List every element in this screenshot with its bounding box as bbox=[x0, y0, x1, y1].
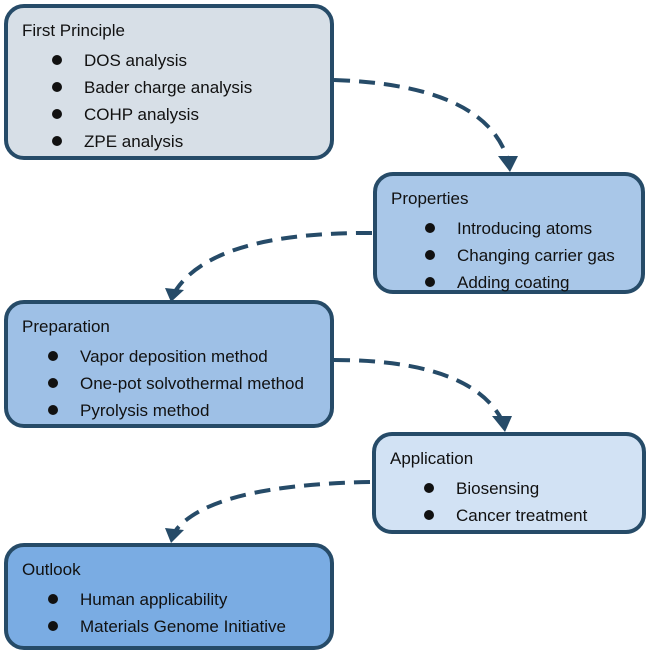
first-principle-list: DOS analysis Bader charge analysis COHP … bbox=[46, 47, 316, 155]
preparation-title: Preparation bbox=[22, 317, 110, 336]
list-item: Biosensing bbox=[418, 475, 628, 502]
outlook-title: Outlook bbox=[22, 560, 81, 579]
application-title: Application bbox=[390, 449, 474, 468]
preparation-list: Vapor deposition method One-pot solvothe… bbox=[42, 343, 316, 424]
list-item: Materials Genome Initiative bbox=[42, 613, 316, 640]
list-item: Human applicability bbox=[42, 586, 316, 613]
first-principle-box: First Principle DOS analysis Bader charg… bbox=[4, 4, 334, 160]
arrow-properties-to-preparation bbox=[165, 230, 373, 302]
properties-title: Properties bbox=[391, 189, 469, 208]
list-item: Cancer treatment bbox=[418, 502, 628, 529]
list-item: Bader charge analysis bbox=[46, 74, 316, 101]
outlook-list: Human applicability Materials Genome Ini… bbox=[42, 586, 316, 640]
list-item: COHP analysis bbox=[46, 101, 316, 128]
list-item: Adding coating bbox=[419, 269, 627, 296]
list-item: ZPE analysis bbox=[46, 128, 316, 155]
list-item: Introducing atoms bbox=[419, 215, 627, 242]
arrow-application-to-outlook bbox=[165, 480, 371, 543]
arrow-preparation-to-application bbox=[333, 358, 512, 432]
preparation-box: Preparation Vapor deposition method One-… bbox=[4, 300, 334, 428]
application-box: Application Biosensing Cancer treatment bbox=[372, 432, 646, 534]
list-item: Pyrolysis method bbox=[42, 397, 316, 424]
properties-box: Properties Introducing atoms Changing ca… bbox=[373, 172, 645, 294]
application-list: Biosensing Cancer treatment bbox=[418, 475, 628, 529]
first-principle-title: First Principle bbox=[22, 21, 125, 40]
list-item: Vapor deposition method bbox=[42, 343, 316, 370]
list-item: Changing carrier gas bbox=[419, 242, 627, 269]
arrow-first-to-properties bbox=[333, 78, 518, 172]
list-item: One-pot solvothermal method bbox=[42, 370, 316, 397]
list-item: DOS analysis bbox=[46, 47, 316, 74]
outlook-box: Outlook Human applicability Materials Ge… bbox=[4, 543, 334, 650]
properties-list: Introducing atoms Changing carrier gas A… bbox=[419, 215, 627, 296]
